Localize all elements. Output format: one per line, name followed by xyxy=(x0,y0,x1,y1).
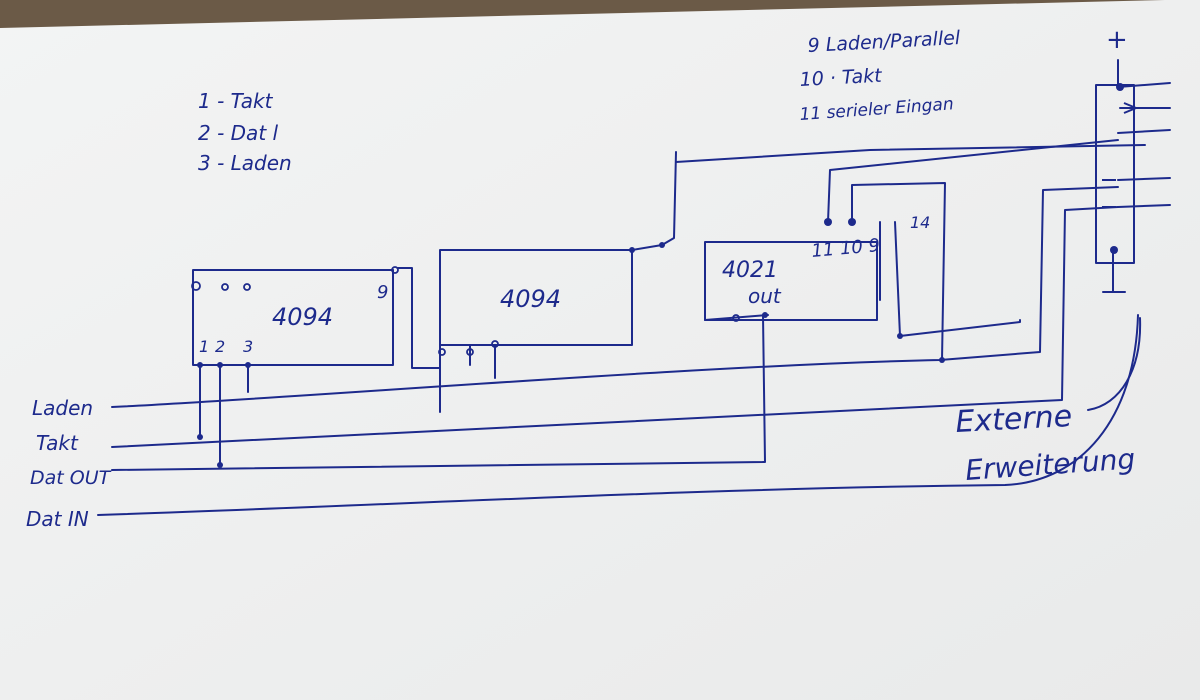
label-dat-out: Dat OUT xyxy=(30,467,112,489)
chip-1-pin-3: 3 xyxy=(243,337,253,356)
wire-dat-in xyxy=(97,314,1139,516)
wire-laden xyxy=(111,186,1119,408)
chip-3-pin-14: 14 xyxy=(910,213,930,232)
chip-3-out: out xyxy=(748,284,782,308)
label-takt: Takt xyxy=(36,431,79,455)
connector-arrows xyxy=(1102,102,1139,208)
chip-1-pin-2: 2 xyxy=(215,337,225,356)
chip-1-pin-9: 9 xyxy=(377,282,388,303)
chip-2-label: 4094 xyxy=(500,285,561,313)
chip-1-label: 4094 xyxy=(272,303,333,331)
chip-1-pin-1: 1 xyxy=(199,337,209,356)
legend-left-line-2: 2 - Dat l xyxy=(198,121,279,145)
chip-3-body xyxy=(704,241,878,321)
legend-left-line-1: 1 - Takt xyxy=(198,89,274,113)
external-line-1: Externe xyxy=(955,399,1073,440)
legend-left-line-3: 3 - Laden xyxy=(198,151,292,175)
label-laden: Laden xyxy=(32,396,93,420)
chip-3-label: 4021 xyxy=(722,258,778,283)
wire-dat-out xyxy=(111,314,766,471)
legend-right-line-2: 10 · Takt xyxy=(799,65,884,91)
junction-dots xyxy=(197,83,1124,468)
connector-plus: + xyxy=(1106,25,1128,55)
label-dat-in: Dat IN xyxy=(26,507,89,531)
connector-strip xyxy=(1095,84,1135,264)
